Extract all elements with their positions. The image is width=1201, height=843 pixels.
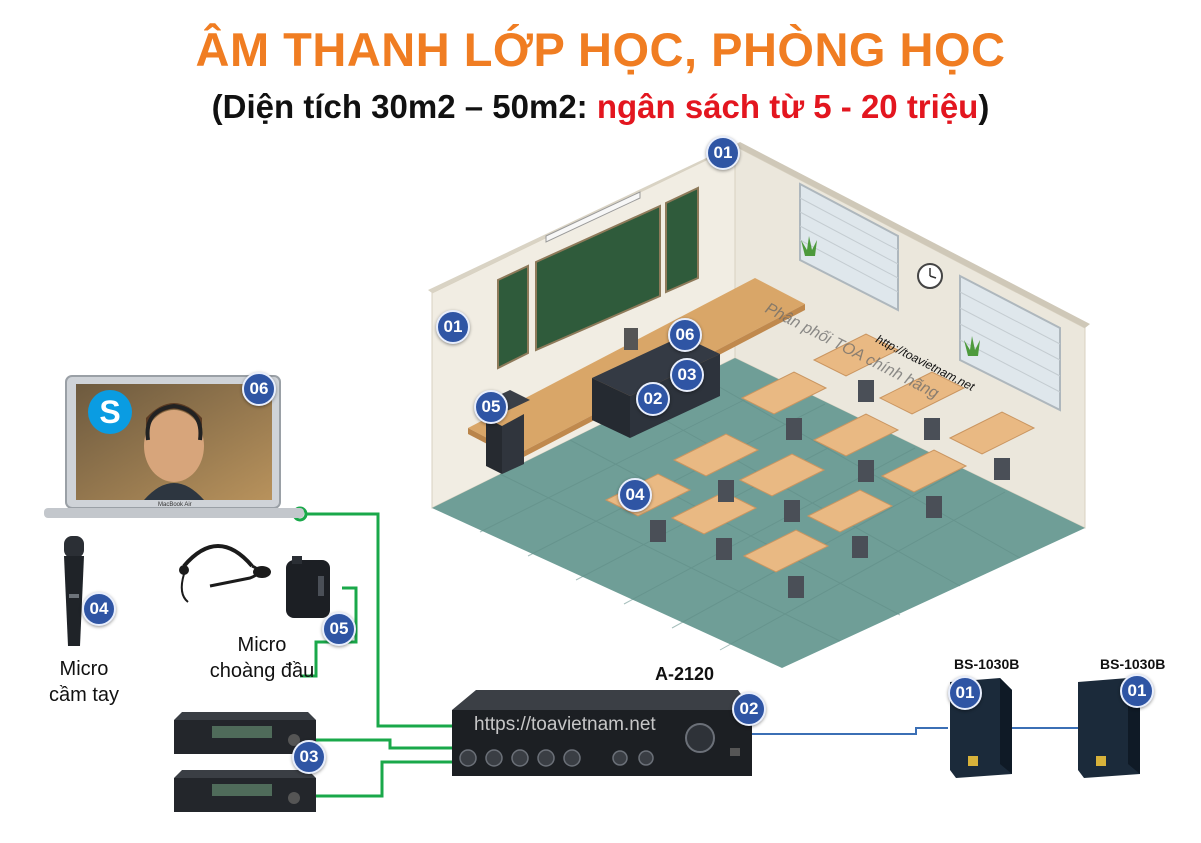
amplifier-badge: 02 — [732, 692, 766, 726]
handheld-microphone — [64, 536, 84, 646]
handheld-mic-label: Micro cầm tay — [24, 656, 144, 708]
handheld-mic-label-line2: cầm tay — [48, 684, 120, 706]
headset-mic-label: Micro choàng đầu — [192, 632, 332, 684]
classroom-illustration — [428, 142, 1090, 668]
subtitle-close: ) — [978, 88, 990, 125]
room-badge-receiver-position: 03 — [670, 358, 704, 392]
room-badge-speaker-right-wall: 01 — [706, 136, 740, 170]
room-badge-handheld-position: 04 — [618, 478, 652, 512]
handheld-mic-label-line1: Micro — [59, 658, 109, 680]
page-subtitle: (Diện tích 30m2 – 50m2: ngân sách từ 5 -… — [0, 88, 1201, 126]
amplifier-unit — [452, 690, 752, 776]
room-badge-laptop-position: 06 — [668, 318, 702, 352]
wireless-receiver-top — [174, 712, 316, 754]
handheld-mic-badge: 04 — [82, 592, 116, 626]
headset-mic-label-line1: Micro — [237, 634, 287, 656]
speaker-left-badge: 01 — [948, 676, 982, 710]
amplifier-url-watermark: https://toavietnam.net — [474, 714, 656, 735]
receiver-badge: 03 — [292, 740, 326, 774]
laptop-badge: 06 — [242, 372, 276, 406]
subtitle-highlight: ngân sách từ 5 - 20 triệu — [596, 88, 979, 125]
headset-mic-badge: 05 — [322, 612, 356, 646]
subtitle-open: (Diện tích 30m2 – 50m2: — [211, 88, 597, 125]
laptop-brand-label: MacBook Air — [158, 502, 192, 508]
page-title: ÂM THANH LỚP HỌC, PHÒNG HỌC — [195, 23, 1006, 76]
skype-icon: S — [88, 390, 132, 434]
bodypack-transmitter — [286, 556, 330, 618]
speaker-left-model: BS-1030B — [954, 656, 1020, 672]
speaker-right-badge: 01 — [1120, 674, 1154, 708]
amplifier-model: A-2120 — [655, 664, 715, 684]
wireless-receiver-bottom — [174, 770, 316, 812]
speaker-right-model: BS-1030B — [1100, 656, 1166, 672]
room-badge-amplifier-position: 02 — [636, 382, 670, 416]
headset-microphone — [179, 544, 271, 603]
room-badge-speaker-left-wall: 01 — [436, 310, 470, 344]
room-badge-headset-position: 05 — [474, 390, 508, 424]
headset-mic-label-line2: choàng đầu — [209, 660, 315, 682]
